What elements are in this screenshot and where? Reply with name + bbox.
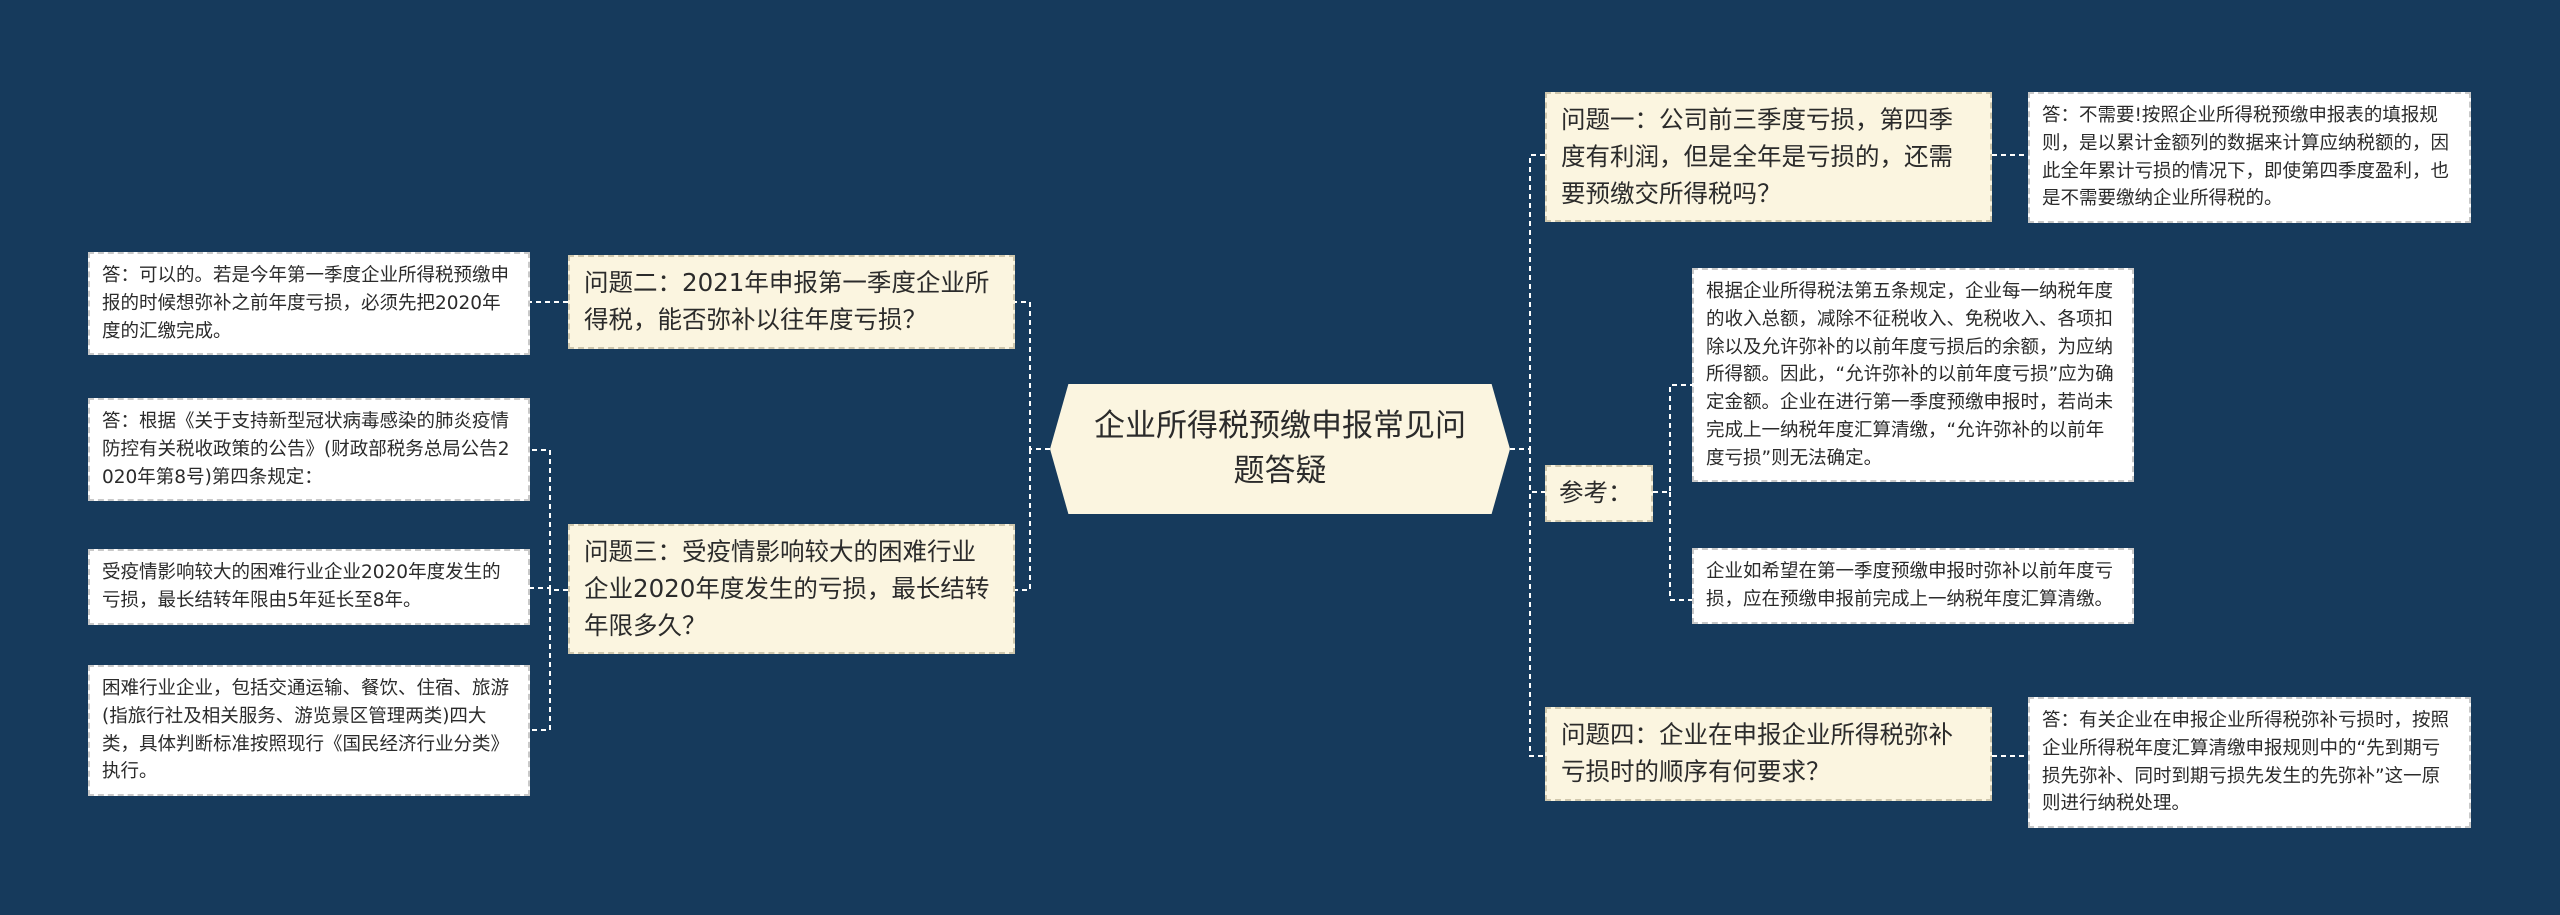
- question-4-node[interactable]: 问题四：企业在申报企业所得税弥补亏损时的顺序有何要求？: [1545, 707, 1992, 801]
- answer-3c-node[interactable]: 困难行业企业，包括交通运输、餐饮、住宿、旅游(指旅行社及相关服务、游览景区管理两…: [88, 665, 530, 796]
- answer-4-node[interactable]: 答：有关企业在申报企业所得税弥补亏损时，按照企业所得税年度汇算清缴申报规则中的“…: [2028, 697, 2471, 828]
- reference-item-2-node[interactable]: 企业如希望在第一季度预缴申报时弥补以前年度亏损，应在预缴申报前完成上一纳税年度汇…: [1692, 548, 2134, 624]
- connector-central-right: [1510, 154, 1545, 757]
- reference-item-1-node[interactable]: 根据企业所得税法第五条规定，企业每一纳税年度的收入总额，减除不征税收入、免税收入…: [1692, 268, 2134, 483]
- connector-ref-items: [1653, 384, 1692, 601]
- question-2-node[interactable]: 问题二：2021年申报第一季度企业所得税，能否弥补以往年度亏损？: [568, 255, 1015, 349]
- reference-label-node[interactable]: 参考：: [1545, 465, 1653, 522]
- question-3-node[interactable]: 问题三：受疫情影响较大的困难行业企业2020年度发生的亏损，最长结转年限多久？: [568, 524, 1015, 655]
- answer-2-node[interactable]: 答：可以的。若是今年第一季度企业所得税预缴申报的时候想弥补之前年度亏损，必须先把…: [88, 252, 530, 356]
- central-topic[interactable]: 企业所得税预缴申报常见问题答疑: [1050, 384, 1510, 514]
- answer-1-node[interactable]: 答：不需要!按照企业所得税预缴申报表的填报规则，是以累计金额列的数据来计算应纳税…: [2028, 92, 2471, 223]
- answer-3a-node[interactable]: 答：根据《关于支持新型冠状病毒感染的肺炎疫情防控有关税收政策的公告》(财政部税务…: [88, 398, 530, 502]
- question-1-node[interactable]: 问题一：公司前三季度亏损，第四季度有利润，但是全年是亏损的，还需要预缴交所得税吗…: [1545, 92, 1992, 223]
- connector-central-left: [1015, 301, 1050, 591]
- connector-q3-answers: [530, 449, 568, 731]
- answer-3b-node[interactable]: 受疫情影响较大的困难行业企业2020年度发生的亏损，最长结转年限由5年延长至8年…: [88, 549, 530, 625]
